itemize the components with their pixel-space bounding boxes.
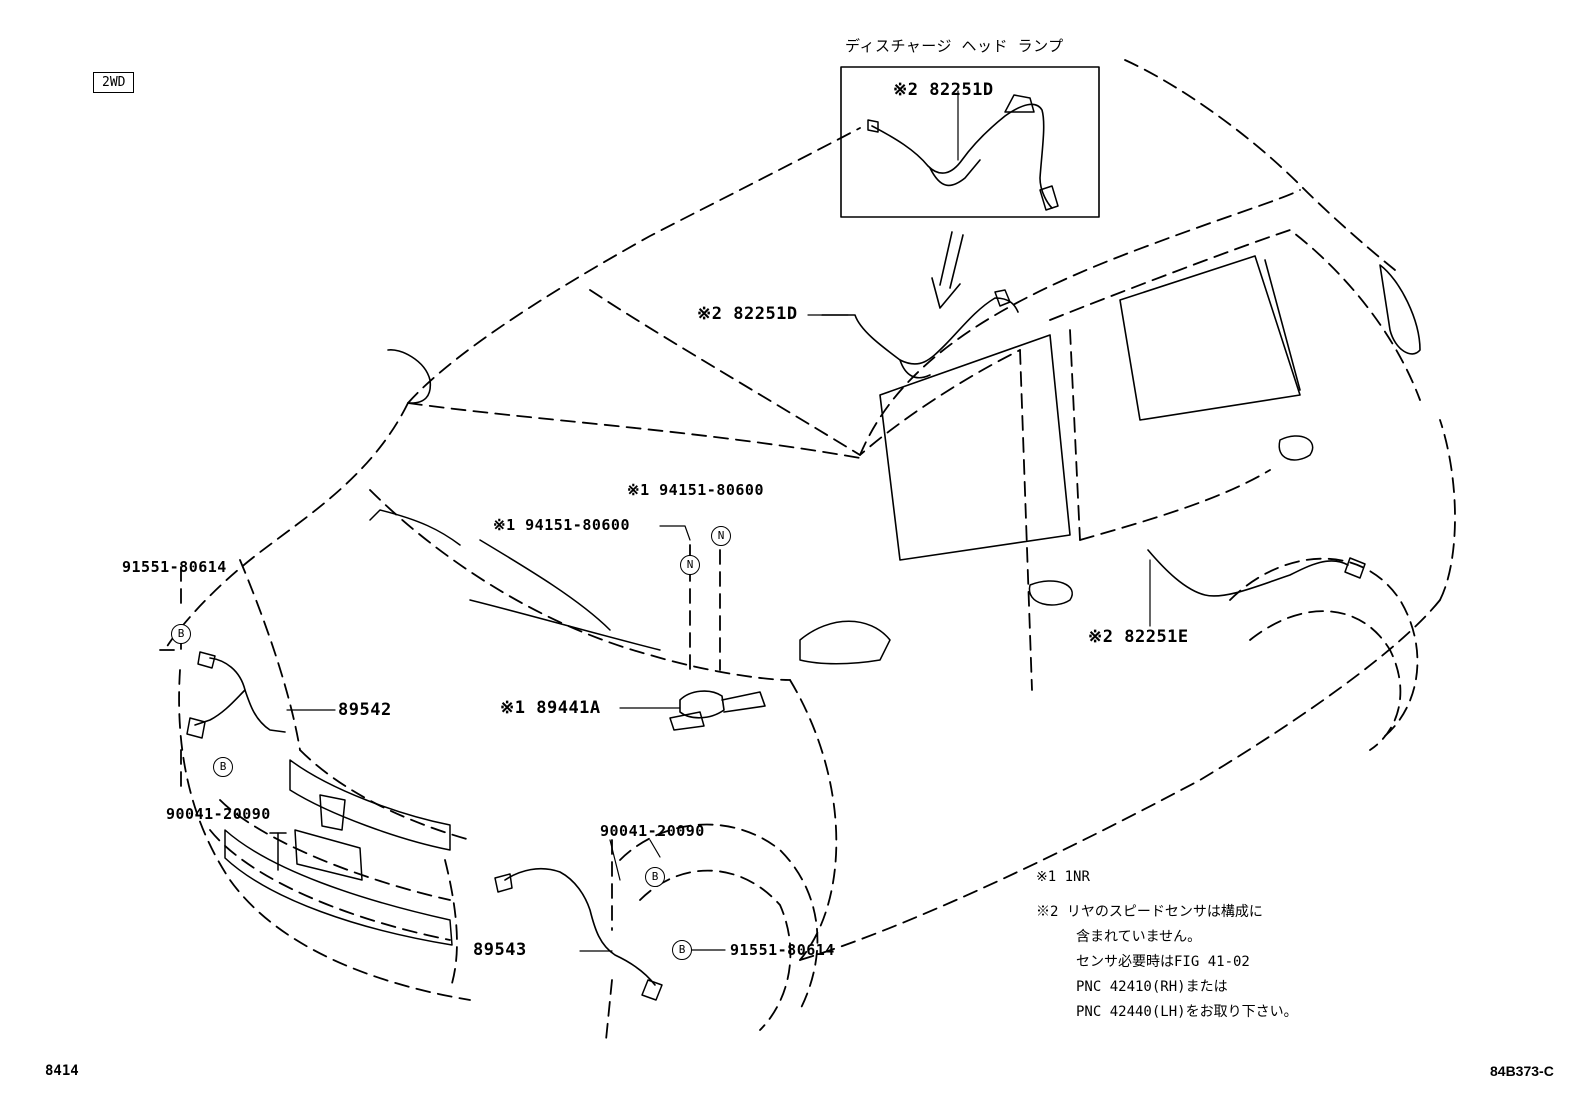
- part-label-89542: 89542: [338, 700, 392, 720]
- part-label-89441a: ※1 89441A: [500, 698, 601, 718]
- footer-left-code: 8414: [45, 1063, 79, 1079]
- part-label-89543: 89543: [473, 940, 527, 960]
- part-label-82251e: ※2 82251E: [1088, 627, 1189, 647]
- inset-frame: [840, 66, 1100, 218]
- note-line-3: 含まれていません。: [1076, 929, 1202, 945]
- footer-right-code: 84B373-C: [1490, 1063, 1554, 1079]
- callout-b-left-top: B: [171, 624, 191, 644]
- part-label-94151-upper: ※1 94151-80600: [627, 481, 764, 499]
- callout-b-right-top: B: [645, 867, 665, 887]
- part-label-94151-lower: ※1 94151-80600: [493, 516, 630, 534]
- callout-b-left-bottom: B: [213, 757, 233, 777]
- part-label-90041-left: 90041-20090: [166, 805, 271, 823]
- note-line-4: センサ必要時はFIG 41-02: [1076, 954, 1250, 970]
- note-line-2: ※2 リヤのスピードセンサは構成に: [1036, 904, 1263, 920]
- note-line-6: PNC 42440(LH)をお取り下さい。: [1076, 1004, 1298, 1020]
- part-label-90041-right: 90041-20090: [600, 822, 705, 840]
- part-label-91551-right: 91551-80614: [730, 941, 835, 959]
- inset-title: ディスチャージ ヘッド ランプ: [845, 37, 1064, 55]
- callout-n-upper: N: [711, 526, 731, 546]
- drive-type-badge: 2WD: [93, 72, 135, 93]
- part-label-82251d-inset: ※2 82251D: [893, 80, 994, 100]
- inset-arrow: [931, 231, 964, 309]
- notes-block: ※1 1NR ※2 リヤのスピードセンサは構成に 含まれていません。 センサ必要…: [1036, 865, 1298, 1025]
- inset-harness: [871, 103, 1053, 209]
- note-line-1: ※1 1NR: [1036, 869, 1090, 885]
- callout-b-right-bottom: B: [672, 940, 692, 960]
- callout-n-lower: N: [680, 555, 700, 575]
- note-line-5: PNC 42410(RH)または: [1076, 979, 1228, 995]
- part-label-82251d-roof: ※2 82251D: [697, 304, 798, 324]
- part-label-91551-left: 91551-80614: [122, 558, 227, 576]
